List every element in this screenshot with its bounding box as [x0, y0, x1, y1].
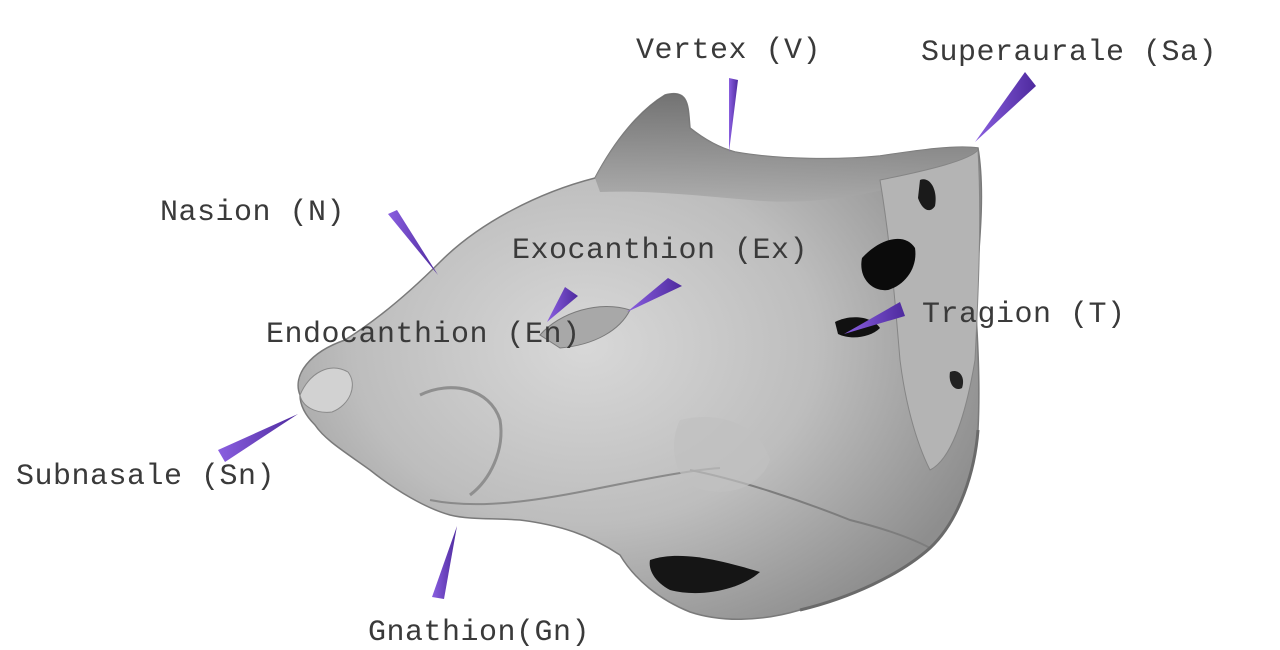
label-vertex: Vertex (V) — [636, 34, 821, 68]
marker-superaurale — [975, 72, 1036, 142]
label-subnasale: Subnasale (Sn) — [16, 460, 275, 494]
marker-vertex — [729, 78, 738, 152]
marker-gnathion — [432, 526, 457, 599]
label-gnathion: Gnathion(Gn) — [368, 616, 590, 650]
label-nasion: Nasion (N) — [160, 196, 345, 230]
label-endocanthion: Endocanthion (En) — [266, 318, 581, 352]
label-tragion: Tragion (T) — [922, 298, 1126, 332]
marker-nasion — [388, 210, 438, 275]
head-scan-surface — [298, 94, 981, 620]
label-superaurale: Superaurale (Sa) — [921, 36, 1217, 70]
label-exocanthion: Exocanthion (Ex) — [512, 234, 808, 268]
marker-subnasale — [218, 414, 298, 462]
